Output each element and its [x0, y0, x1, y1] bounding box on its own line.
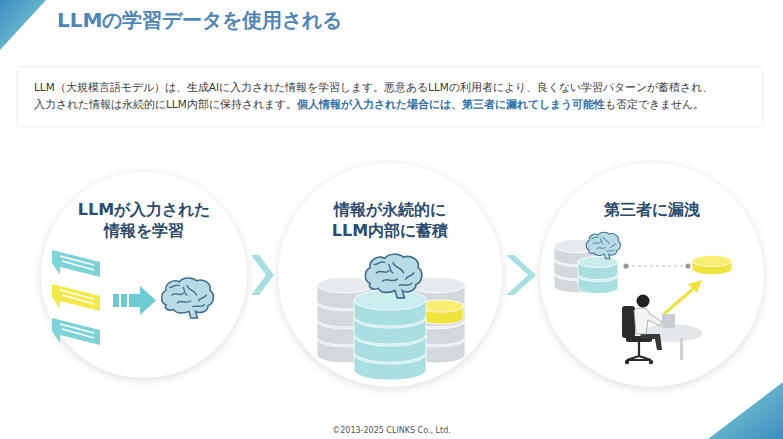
- circle-outline: [539, 162, 765, 388]
- database-disk: [409, 285, 465, 309]
- person-legs: [640, 334, 662, 350]
- database-disk-top: [317, 331, 373, 347]
- flow-arrow: [121, 294, 127, 307]
- corner-decoration: [0, 0, 46, 50]
- step-heading: 情報が永続的に LLM内部に蓄積: [291, 200, 489, 242]
- illustration: [52, 232, 732, 380]
- step-circle: 第三者に漏洩: [539, 162, 765, 388]
- monitor: [662, 314, 675, 328]
- desk-leg: [680, 338, 683, 360]
- chair-back: [622, 306, 635, 338]
- database-disk-top: [578, 256, 618, 267]
- circle-shape: [278, 163, 502, 387]
- chair-base: [627, 342, 651, 360]
- database-disk: [554, 260, 602, 279]
- database-disk-top: [692, 255, 732, 266]
- diagram-title: LLMの学習データを使用される: [57, 7, 342, 34]
- chat-card-shape: [52, 250, 100, 277]
- database-disk: [554, 274, 602, 293]
- database-disk: [317, 285, 373, 309]
- step-heading: 第三者に漏洩: [553, 200, 751, 221]
- chair-wheel: [649, 360, 653, 364]
- copyright-note: ©2013-2025 CLINKS Co., Ltd.: [0, 426, 783, 435]
- database-disk-top: [354, 290, 426, 310]
- step-circle: 情報が永続的に LLM内部に蓄積: [277, 162, 503, 388]
- database-disk-top: [578, 270, 618, 281]
- circle-outline: [277, 162, 503, 388]
- database-disk: [354, 318, 426, 344]
- flow-arrow: [113, 294, 119, 307]
- leak-dot: [623, 263, 628, 268]
- circle-shape: [41, 172, 247, 378]
- database-disk: [409, 339, 465, 363]
- database-disk-top: [409, 295, 465, 311]
- chat-card-shape: [52, 284, 100, 311]
- brain-icon: [162, 278, 214, 318]
- database-disk-top: [354, 308, 426, 328]
- person-body: [634, 308, 662, 334]
- chat-card: [52, 250, 100, 277]
- chat-card: [52, 284, 100, 311]
- database-disk: [578, 262, 618, 280]
- database-disk-top: [409, 313, 465, 329]
- chat-card-lines: [60, 256, 94, 270]
- database-disk-top: [317, 313, 373, 329]
- chat-card-lines: [60, 290, 94, 304]
- step-chevron: [251, 255, 274, 295]
- person-head: [637, 295, 650, 308]
- database-disk-top: [554, 267, 602, 280]
- step1-illustration: [52, 250, 213, 345]
- database-disk: [692, 261, 732, 275]
- step-heading: LLMが入力された 情報を学習: [54, 200, 234, 242]
- chat-card: [52, 318, 100, 345]
- flow-arrow-head: [140, 286, 156, 315]
- emphasis-text: 個人情報が入力された場合には、第三者に漏れてしまう可能性: [297, 98, 605, 110]
- database-disk: [409, 321, 465, 345]
- database-disk-top: [554, 239, 602, 252]
- database-disk: [317, 339, 373, 363]
- step2-illustration: [317, 254, 465, 380]
- database-disk-top: [317, 277, 373, 293]
- connectors: [251, 255, 536, 295]
- chair-seat: [626, 336, 652, 342]
- database-disk-top: [409, 331, 465, 347]
- leak-arrow: [664, 288, 694, 314]
- body-text: も否定できません。: [605, 98, 704, 110]
- chair-wheel: [625, 360, 629, 364]
- database-disk: [554, 246, 602, 265]
- leak-arrow-head: [688, 280, 702, 293]
- database-disk-top: [354, 326, 426, 346]
- corner-decoration: [708, 382, 783, 439]
- step3-illustration: [554, 232, 732, 364]
- database-disk: [317, 321, 373, 345]
- database-disk: [409, 303, 465, 327]
- database-disk-top: [354, 344, 426, 364]
- database-disk-top: [554, 253, 602, 266]
- database-disk-top: [419, 300, 463, 312]
- desk: [642, 324, 702, 342]
- description-text: LLM（大規模言語モデル）は、生成AIに入力された情報を学習します。悪意あるLL…: [34, 79, 746, 114]
- database-disk-top: [409, 277, 465, 293]
- database-disk: [317, 303, 373, 327]
- leak-dot: [685, 263, 690, 268]
- brain-icon: [586, 232, 620, 258]
- database-disk: [419, 306, 463, 324]
- circle-shape: [540, 163, 764, 387]
- chat-card-shape: [52, 318, 100, 345]
- step-circle: LLMが入力された 情報を学習: [40, 171, 248, 379]
- database-disk: [354, 354, 426, 380]
- brain-icon: [365, 254, 421, 298]
- description-box: LLM（大規模言語モデル）は、生成AIに入力された情報を学習します。悪意あるLL…: [18, 68, 762, 126]
- chat-card-lines: [60, 324, 94, 338]
- leak-line: [626, 265, 688, 266]
- database-disk: [354, 300, 426, 326]
- database-disk: [354, 336, 426, 362]
- flow-arrow: [129, 294, 140, 307]
- step-chevron: [506, 255, 536, 295]
- database-disk: [578, 276, 618, 294]
- database-disk-top: [317, 295, 373, 311]
